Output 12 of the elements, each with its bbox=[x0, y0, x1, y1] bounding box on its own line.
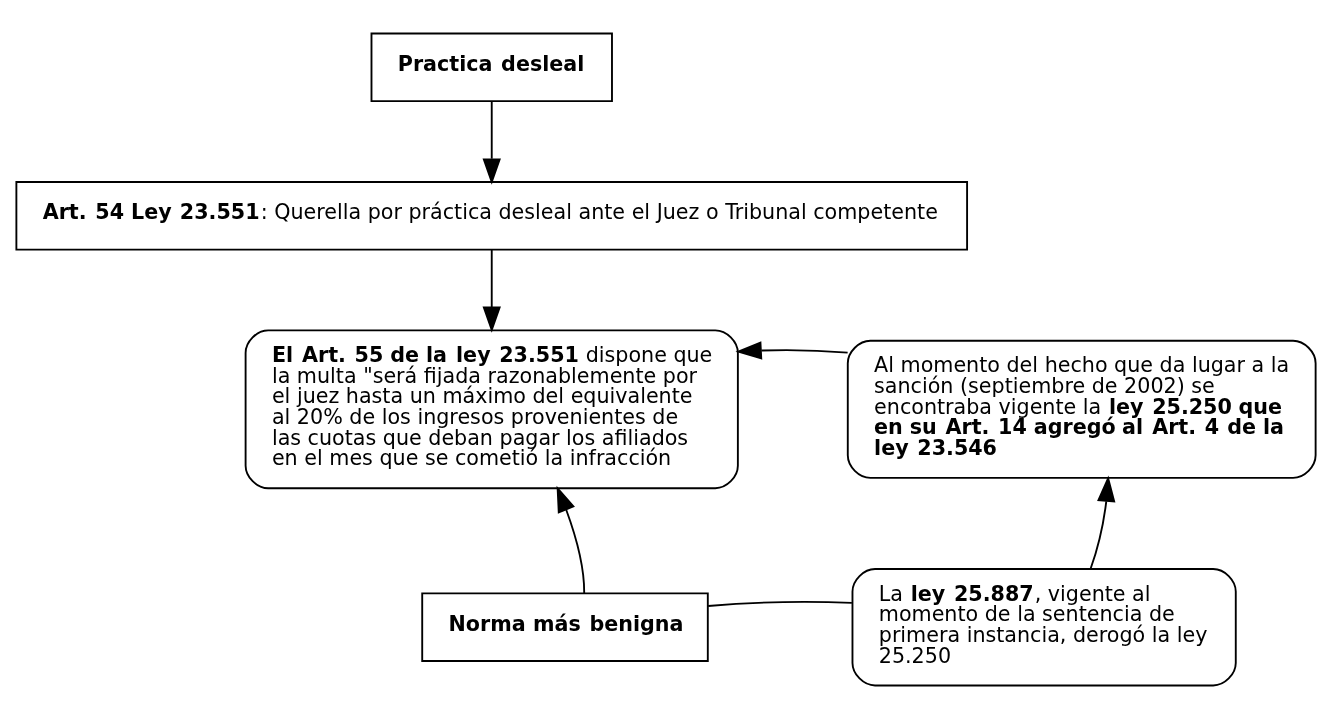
node-box: La ley 25.887, vigente al momento de la sentencia de primera instancia, derogó la ley 25.250 bbox=[851, 567, 1237, 686]
node-box: Norma más benigna bbox=[421, 591, 709, 662]
node-box: Practica desleal bbox=[370, 32, 613, 102]
arrow bbox=[482, 99, 501, 185]
arrow bbox=[1089, 475, 1116, 569]
arrow bbox=[556, 485, 586, 594]
arrow bbox=[482, 248, 501, 333]
connector bbox=[707, 600, 853, 607]
arrow bbox=[735, 340, 849, 360]
node-box: Al momento del hecho que da lugar a la sanción (septiembre de 2002) se encontraba vigente la ley 25.250 que en su Art. 14 agregó al Art. 4 de la ley 23.546 bbox=[846, 339, 1317, 479]
node-box: El Art. 55 de la ley 23.551 dispone que la multa "será fijada razonablemente por el juez hasta un máximo del equivalente al 20% de los ingresos provenientes de las cuotas que deban pagar los afiliados en el mes que se cometió la infracción bbox=[244, 328, 739, 489]
node-box: Art. 54 Ley 23.551: Querella por práctica desleal ante el Juez o Tribunal competente bbox=[15, 180, 969, 251]
